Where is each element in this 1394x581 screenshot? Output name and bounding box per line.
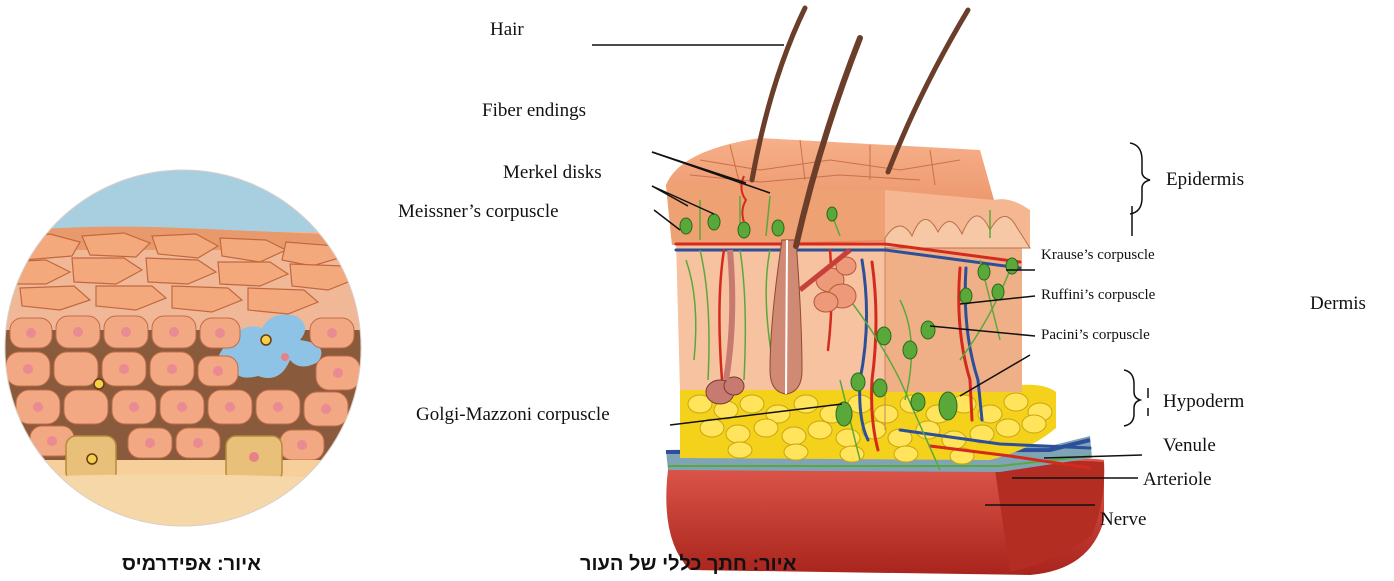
epidermis-label: Epidermis bbox=[1166, 170, 1244, 189]
nerve-label: Nerve bbox=[1100, 510, 1146, 529]
skin-section-caption: איור: חתך כללי של העור bbox=[580, 554, 796, 574]
meissner-corpuscle-label: Meissner’s corpuscle bbox=[398, 202, 559, 221]
krause-corpuscle-label: Krause’s corpuscle bbox=[1041, 248, 1155, 263]
arteriole-label: Arteriole bbox=[1143, 470, 1212, 489]
fiber-endings-label: Fiber endings bbox=[482, 101, 586, 120]
merkel-disks-label: Merkel disks bbox=[503, 163, 602, 182]
pacini-corpuscle-label: Pacini’s corpuscle bbox=[1041, 328, 1150, 343]
epidermis-circle bbox=[0, 160, 370, 550]
golgi-mazzoni-corpuscle-label: Golgi-Mazzoni corpuscle bbox=[416, 405, 610, 424]
epidermis-caption: איור: אפידרמיס bbox=[122, 554, 261, 574]
hair-label: Hair bbox=[490, 20, 524, 39]
dermis-label: Dermis bbox=[1310, 294, 1366, 313]
venule-label: Venule bbox=[1163, 436, 1216, 455]
hypoderm-label: Hypoderm bbox=[1163, 392, 1244, 411]
ruffini-corpuscle-label: Ruffini’s corpuscle bbox=[1041, 288, 1155, 303]
skin-section bbox=[666, 8, 1104, 575]
